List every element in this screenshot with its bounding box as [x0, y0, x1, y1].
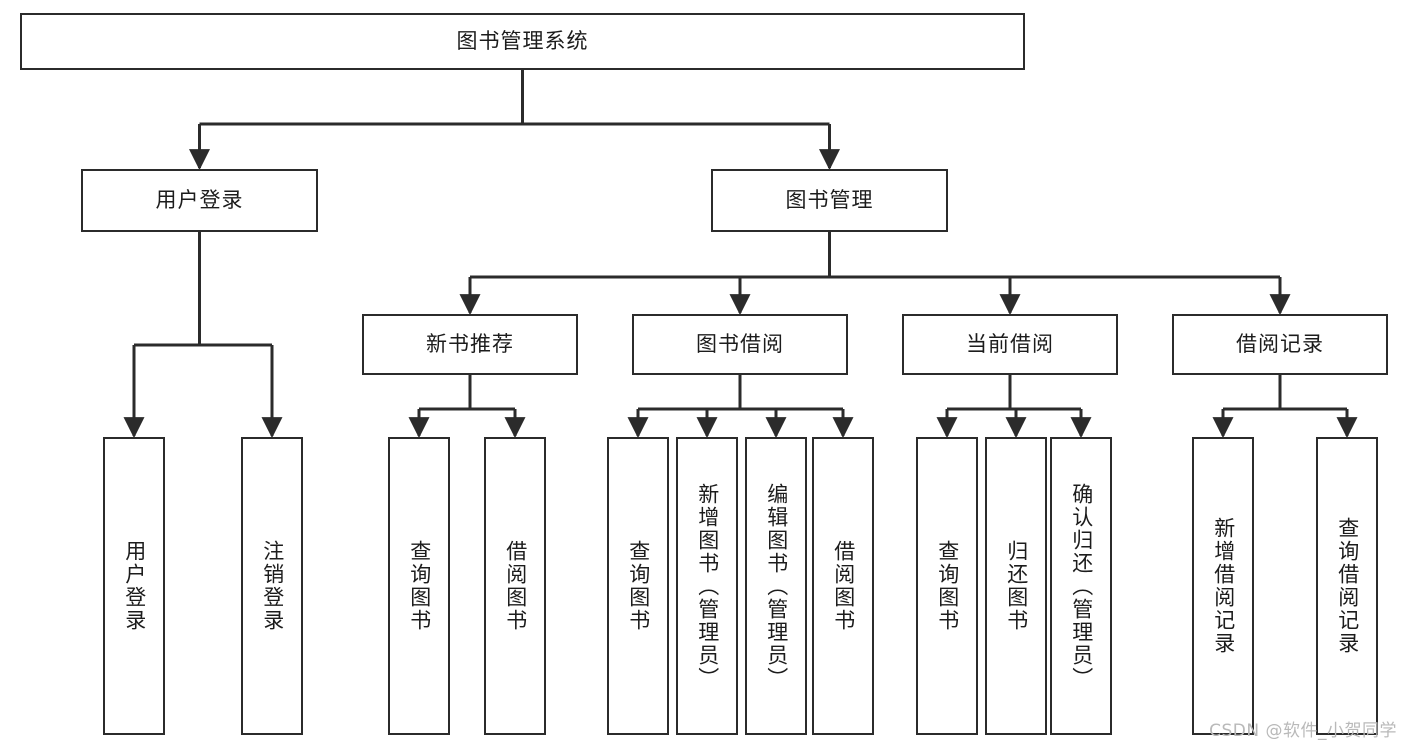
leaf-node-borrow-book-2[interactable]: 借阅图书 — [812, 437, 874, 735]
watermark: CSDN @软件_小贺同学 — [1209, 721, 1397, 741]
leaf-node-query-book-1[interactable]: 查询图书 — [388, 437, 450, 735]
node-label: 借阅图书 — [831, 540, 856, 632]
node-label: 查询图书 — [626, 540, 651, 632]
leaf-node-user-logout[interactable]: 注销登录 — [241, 437, 303, 735]
node-label: 编辑图书（管理员） — [764, 482, 789, 690]
node-user-login[interactable]: 用户登录 — [81, 169, 318, 232]
leaf-node-edit-book[interactable]: 编辑图书（管理员） — [745, 437, 807, 735]
node-label: 查询借阅记录 — [1335, 517, 1360, 655]
node-current-borrow[interactable]: 当前借阅 — [902, 314, 1118, 375]
node-label: 图书管理 — [785, 188, 874, 213]
node-label: 新书推荐 — [426, 332, 514, 357]
node-borrow-record[interactable]: 借阅记录 — [1172, 314, 1388, 375]
node-label: 用户登录 — [122, 540, 147, 632]
node-label: 借阅记录 — [1236, 332, 1324, 357]
node-book-borrow[interactable]: 图书借阅 — [632, 314, 848, 375]
leaf-node-confirm-return[interactable]: 确认归还（管理员） — [1050, 437, 1112, 735]
leaf-node-add-book[interactable]: 新增图书（管理员） — [676, 437, 738, 735]
leaf-node-borrow-book-1[interactable]: 借阅图书 — [484, 437, 546, 735]
node-label: 查询图书 — [407, 540, 432, 632]
node-root[interactable]: 图书管理系统 — [20, 13, 1025, 70]
node-book-manage[interactable]: 图书管理 — [711, 169, 948, 232]
node-label: 查询图书 — [935, 540, 960, 632]
node-label: 借阅图书 — [503, 540, 528, 632]
node-label: 图书管理系统 — [456, 29, 589, 54]
leaf-node-query-book-2[interactable]: 查询图书 — [607, 437, 669, 735]
leaf-node-add-record[interactable]: 新增借阅记录 — [1192, 437, 1254, 735]
node-label: 当前借阅 — [966, 332, 1054, 357]
node-label: 归还图书 — [1004, 540, 1029, 632]
node-label: 新增借阅记录 — [1211, 517, 1236, 655]
leaf-node-query-book-3[interactable]: 查询图书 — [916, 437, 978, 735]
leaf-node-return-book[interactable]: 归还图书 — [985, 437, 1047, 735]
node-label: 用户登录 — [155, 188, 244, 213]
node-new-book-rec[interactable]: 新书推荐 — [362, 314, 578, 375]
node-label: 注销登录 — [260, 540, 285, 632]
node-label: 确认归还（管理员） — [1069, 482, 1094, 690]
leaf-node-query-record[interactable]: 查询借阅记录 — [1316, 437, 1378, 735]
node-label: 图书借阅 — [696, 332, 784, 357]
node-label: 新增图书（管理员） — [695, 482, 720, 690]
leaf-node-user-login[interactable]: 用户登录 — [103, 437, 165, 735]
